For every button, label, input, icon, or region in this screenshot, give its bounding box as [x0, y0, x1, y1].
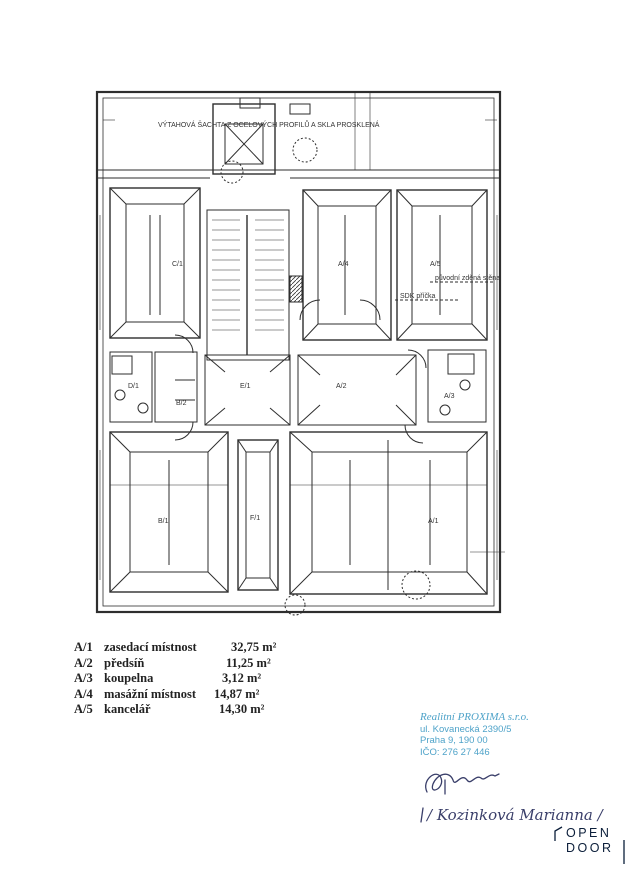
- legend-area: 14,30 m²: [219, 702, 265, 716]
- legend-area: 11,25 m²: [226, 655, 271, 670]
- label-b2: B/2: [176, 400, 187, 407]
- label-f1: F/1: [250, 515, 260, 522]
- room-a2: [297, 354, 417, 426]
- legend-room-name: koupelna: [104, 671, 154, 685]
- stamp-street: ul. Kovanecká 2390/5: [420, 723, 512, 735]
- label-b1: B/1: [158, 518, 169, 525]
- legend-code: A/2: [74, 655, 93, 670]
- legend-room-name: zasedací místnost: [104, 640, 197, 654]
- legend-code: A/1: [74, 640, 93, 654]
- legend-room-name: masážní místnost: [104, 686, 197, 701]
- outer-wall: [95, 90, 502, 614]
- wall-note-2: SDK příčka: [400, 293, 436, 300]
- logo-line-1: OPEN: [566, 826, 612, 840]
- legend-room-name: předsíň: [104, 655, 145, 670]
- room-a5: [396, 189, 488, 341]
- stamp-brand: Realitní PROXIMA s.r.o.: [420, 711, 529, 723]
- room-a1: [289, 431, 488, 595]
- legend-code: A/5: [74, 702, 93, 716]
- label-c1: C/1: [172, 261, 183, 268]
- label-e1: E/1: [240, 383, 251, 390]
- legend-area: 14,87 m²: [214, 686, 260, 701]
- label-a4: A/4: [338, 261, 349, 268]
- room-a4: [302, 189, 392, 341]
- label-a1: A/1: [428, 518, 439, 525]
- label-a5: A/5: [430, 261, 441, 268]
- logo-bracket-right-icon: [623, 840, 625, 864]
- legend-area: 32,75 m²: [231, 640, 277, 654]
- stamp-city: Praha 9, 190 00: [420, 735, 488, 746]
- logo-line-2: DOOR: [566, 841, 614, 855]
- logo-bracket-left-icon: [554, 826, 563, 841]
- legend-code: A/3: [74, 671, 93, 685]
- legend-area: 3,12 m²: [222, 671, 262, 685]
- legend-code: A/4: [74, 686, 93, 701]
- open-door-logo: OPEN DOOR: [554, 826, 625, 864]
- stamp-ico: IČO: 276 27 446: [420, 746, 490, 758]
- room-e1: [204, 354, 291, 426]
- company-stamp: Realitní PROXIMA s.r.o. ul. Kovanecká 23…: [420, 711, 529, 758]
- room-b1: [109, 431, 229, 593]
- room-f1: [237, 439, 279, 591]
- signature-text: / Kozinková Marianna /: [425, 806, 605, 824]
- signature: / Kozinková Marianna /: [420, 773, 605, 824]
- wall-note-1: původní zděná stěna: [435, 274, 500, 282]
- label-a3: A/3: [444, 393, 455, 400]
- room-c1: [109, 187, 201, 339]
- elevator-note: VÝTAHOVÁ ŠACHTA Z OCELOVÝCH PROFILŮ A SK…: [158, 120, 380, 129]
- elevator-shaft: [212, 103, 276, 175]
- floor-plan: VÝTAHOVÁ ŠACHTA Z OCELOVÝCH PROFILŮ A SK…: [95, 90, 505, 616]
- stair-core: [206, 209, 290, 361]
- legend-room-name: kancelář: [104, 702, 151, 716]
- label-a2: A/2: [336, 383, 347, 390]
- room-a3: [427, 349, 487, 423]
- label-d1: D/1: [128, 383, 139, 390]
